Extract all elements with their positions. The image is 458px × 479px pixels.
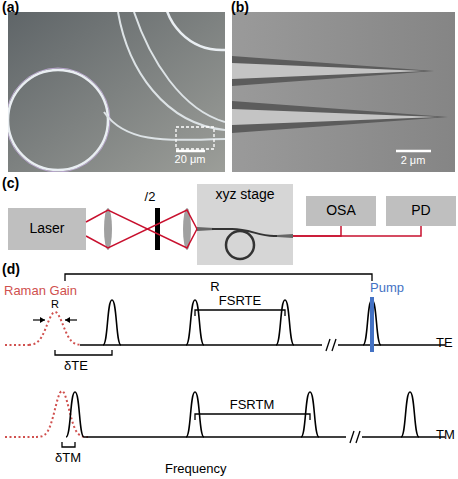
optical-fiber [293, 226, 421, 236]
instrument-box: PD [386, 196, 456, 226]
laser-beam [86, 210, 197, 248]
optical-fiber [293, 226, 341, 236]
dimension-bracket [65, 274, 372, 281]
dimension-bracket [195, 414, 310, 420]
resonance-peak [66, 392, 84, 437]
axis-break [332, 339, 336, 351]
dimension-bracket [62, 442, 75, 447]
polarization-label: TM [436, 428, 455, 441]
width-arrowhead [40, 317, 45, 323]
raman-gain-curve [36, 391, 88, 437]
laser-beam [86, 210, 197, 248]
dimension-bracket [195, 310, 285, 316]
half-wave-plate [155, 208, 160, 250]
ring-resonator [164, 12, 225, 50]
axis-break [350, 431, 354, 443]
fsr-label: FSRTM [230, 398, 275, 411]
photonic-chip [197, 227, 293, 259]
lens [104, 208, 112, 250]
panel-label: (a) [2, 0, 19, 14]
micrograph-background [8, 12, 225, 172]
component-label: /2 [145, 190, 156, 203]
detuning-label: δTE [64, 359, 88, 372]
scale-label: 20 μm [175, 154, 206, 165]
instrument-box: OSA [306, 196, 376, 226]
laser-box: Laser [8, 208, 86, 250]
box-label: PD [411, 203, 430, 218]
input-taper [197, 227, 214, 231]
spectrum-baseline [80, 344, 322, 346]
spectrum-baseline [84, 436, 346, 438]
optical-setup [86, 208, 197, 250]
dimension-bracket [55, 350, 112, 355]
sem-background [232, 12, 455, 172]
polarization-label: TE [436, 336, 453, 349]
width-arrowhead [65, 317, 70, 323]
resonance-peak [186, 300, 204, 345]
optical-micrograph [8, 12, 225, 172]
resonance-peak [401, 392, 419, 437]
spectrum-baseline [338, 344, 445, 346]
panel-label: (c) [2, 176, 19, 190]
box-label: Laser [29, 221, 64, 236]
scale-bar [396, 150, 431, 153]
axis-break [356, 431, 360, 443]
raman-gain-curve [29, 312, 81, 345]
stage-box: xyz stage [197, 184, 293, 265]
ring-resonator [8, 70, 108, 170]
ring-resonator [226, 231, 254, 259]
shift-label: R [210, 280, 219, 293]
axis-label: Frequency [165, 462, 226, 475]
box-label: OSA [326, 203, 356, 218]
zoom-box [176, 127, 214, 149]
sem-image [232, 12, 455, 172]
width-label: R [51, 299, 59, 310]
gain-baseline [5, 436, 37, 438]
box-label: xyz stage [215, 187, 274, 202]
bus-waveguide [118, 12, 225, 130]
mode-spectrum [5, 391, 445, 443]
axis-break [326, 339, 330, 351]
resonance-peak [276, 300, 294, 345]
scale-bar [176, 150, 205, 153]
chip-waveguide [212, 229, 278, 236]
pump-label: Pump [370, 281, 404, 294]
waveguide-taper [232, 63, 424, 79]
resonance-peak [103, 300, 121, 345]
detuning-label: δTM [55, 451, 81, 464]
scale-label: 2 μm [401, 155, 426, 166]
fsr-label: FSRTE [219, 294, 261, 307]
waveguide-taper [232, 109, 438, 125]
ring-halo [8, 68, 110, 172]
mode-spectrum [5, 300, 445, 351]
panel-label: (d) [2, 262, 20, 276]
waveguide-slab [232, 101, 448, 133]
panel-label: (b) [231, 0, 249, 14]
gain-baseline [5, 344, 30, 346]
connector-layer [86, 210, 421, 248]
bus-waveguide [134, 12, 225, 122]
waveguide-slab [232, 56, 434, 86]
spectrum-schematic [5, 274, 445, 447]
spectrum-baseline [362, 436, 445, 438]
pump-line [370, 297, 374, 352]
output-taper [277, 234, 293, 238]
gain-label: Raman Gain [4, 284, 77, 297]
